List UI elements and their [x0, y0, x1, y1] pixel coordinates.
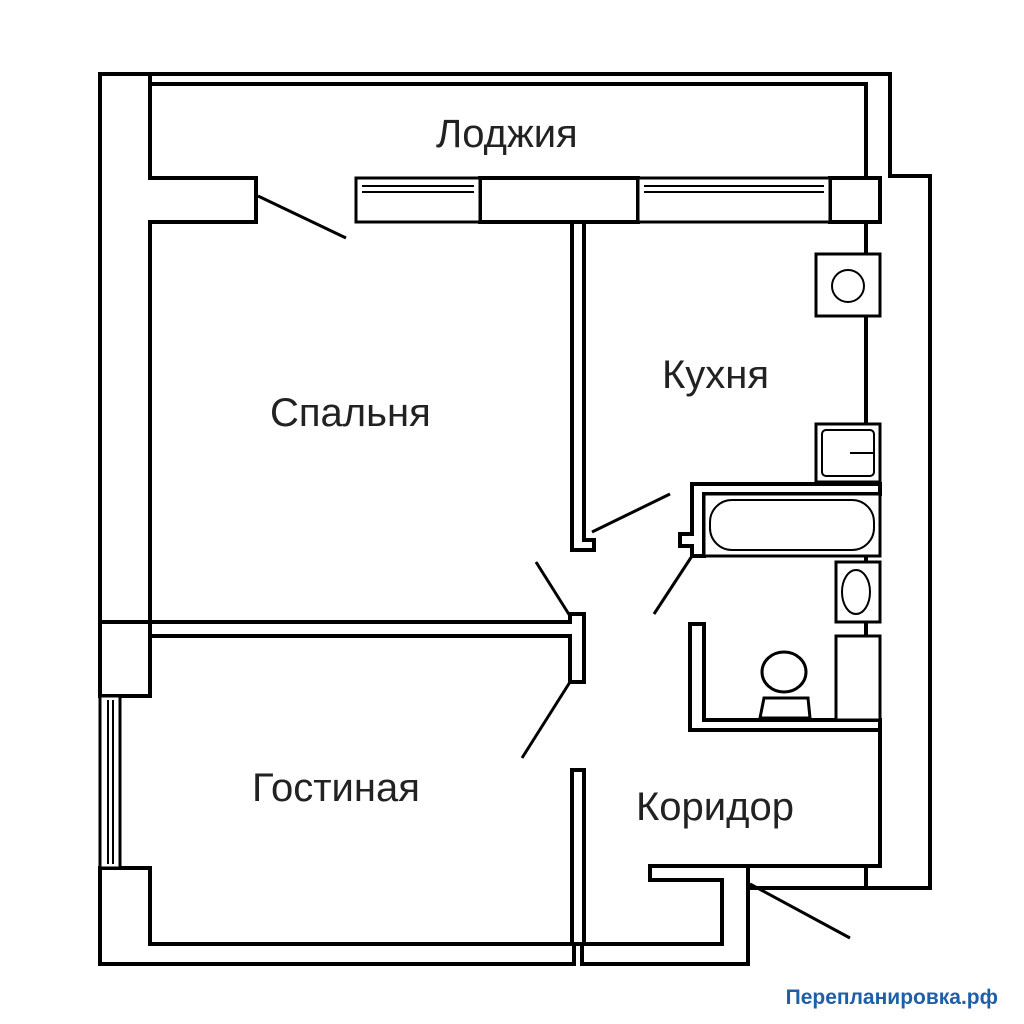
- outer-wall-left-lower-block: [98, 620, 152, 698]
- window-bedroom-loggia: [354, 176, 482, 224]
- loggia-pier-middle: [478, 176, 640, 224]
- door-bedroom-loggia: [257, 194, 347, 240]
- outer-wall-bottom: [580, 864, 750, 966]
- bathroom-partition: [834, 634, 882, 722]
- window-kitchen-loggia: [636, 176, 832, 224]
- door-kitchen: [591, 492, 671, 534]
- wall-bedroom-living: [148, 612, 586, 684]
- door-bathroom: [652, 555, 694, 615]
- stove-icon: [814, 252, 882, 318]
- outer-wall-left-bottom: [98, 866, 576, 966]
- bathtub-icon: [702, 492, 882, 558]
- wall-bedroom-kitchen: [570, 220, 596, 552]
- room-label-kitchen: Кухня: [662, 353, 770, 397]
- kitchen-sink-icon: [814, 422, 882, 484]
- wall-living-corridor: [570, 768, 586, 946]
- room-label-loggia: Лоджия: [436, 112, 578, 156]
- room-label-corridor: Коридор: [636, 785, 794, 829]
- room-label-bedroom: Спальня: [270, 391, 431, 435]
- door-bedroom: [534, 561, 572, 617]
- door-living-room: [520, 681, 572, 759]
- washbasin-icon: [834, 560, 882, 624]
- outer-wall-right-lower: [746, 864, 868, 890]
- outer-wall-left: [98, 72, 258, 624]
- room-label-living-room: Гостиная: [252, 766, 420, 810]
- watermark-text: Перепланировка.рф: [785, 986, 998, 1009]
- door-entrance: [749, 882, 851, 940]
- window-living-room: [98, 694, 122, 870]
- loggia-pier-right: [828, 176, 882, 224]
- toilet-icon: [758, 650, 812, 720]
